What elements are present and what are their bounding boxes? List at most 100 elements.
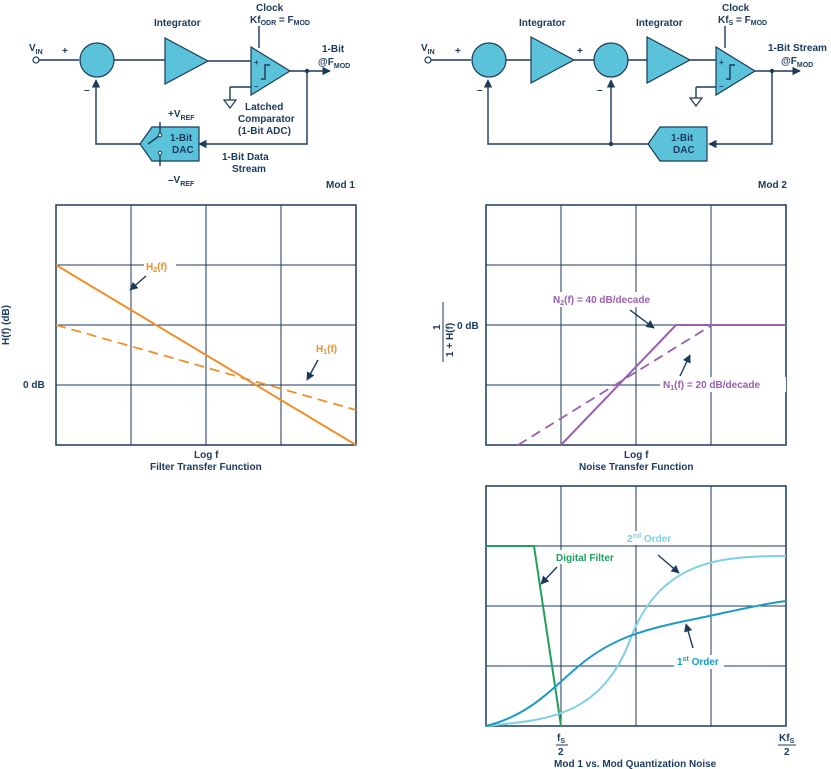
summing-node: [79, 42, 115, 78]
summing-node-1: [471, 42, 507, 78]
vref-pos-label: +VREF: [168, 109, 195, 122]
h2-pointer-arrow: [129, 275, 147, 291]
h2-line: [55, 264, 357, 446]
vref-neg-label: –VREF: [168, 175, 195, 188]
clock-label: Clock: [722, 3, 750, 14]
stream-label-2: Stream: [232, 164, 266, 175]
dac-label-1: 1-Bit: [170, 133, 193, 144]
filter-transfer-chart: H2(f) H1(f) H(f) (dB) 0 dB Log f Filter …: [1, 204, 357, 473]
comparator-text-3: (1-Bit ADC): [238, 126, 291, 137]
first-order-label: 1st Order: [677, 656, 719, 668]
switch-contact-bottom: [157, 150, 163, 156]
chart-caption: Filter Transfer Function: [150, 462, 262, 473]
mod2-diagram: VIN + – Integrator + – Integrator Clock …: [421, 3, 827, 191]
sum2-plus: +: [577, 46, 583, 57]
integrator1-label: Integrator: [519, 18, 566, 29]
feedback-wire: [708, 71, 773, 149]
n1-line: [517, 324, 713, 446]
integrator2-label: Integrator: [636, 18, 683, 29]
dac-label-2: DAC: [172, 145, 194, 156]
h1-label: H1(f): [316, 344, 337, 356]
chart-caption: Mod 1 vs. Mod Quantization Noise: [554, 759, 717, 769]
second-order-label: 2nd Order: [627, 533, 671, 545]
comparator-plus: +: [719, 58, 724, 67]
chart-grid: [56, 205, 356, 445]
n1-pointer-arrow: [679, 354, 691, 377]
vin-terminal: [32, 56, 40, 64]
vin-terminal: [424, 56, 432, 64]
comparator-text-2: Comparator: [238, 114, 295, 125]
comparator-triangle: [715, 45, 757, 97]
n1-label: N1(f) = 20 dB/decade: [663, 380, 760, 392]
zero-db-label: 0 dB: [457, 321, 479, 332]
dac-label-1: 1-Bit: [671, 133, 694, 144]
comparator-step-symbol: [261, 64, 270, 80]
kfs-half-denominator: 2: [784, 747, 790, 758]
switch-arm: [147, 135, 160, 145]
n2-line: [560, 324, 786, 446]
digital-filter-line: [486, 545, 562, 727]
fs-half-denominator: 2: [558, 747, 564, 758]
y-axis-label: H(f) (dB): [1, 305, 12, 345]
feedback-to-sum1-wire: [483, 79, 648, 145]
sum1-minus: –: [477, 85, 483, 96]
first-order-pointer-arrow: [684, 623, 694, 649]
chart-caption: Noise Transfer Function: [579, 462, 693, 473]
output-label-2: @FMOD: [318, 57, 350, 70]
sum2-minus: –: [597, 85, 603, 96]
mod1-caption: Mod 1: [326, 180, 355, 191]
zero-db-label: 0 dB: [23, 380, 45, 391]
digital-filter-label-bg: [553, 550, 617, 564]
integrator-label: Integrator: [154, 18, 201, 29]
feedback-wire: [198, 71, 308, 149]
n1-label-bg: [660, 377, 786, 392]
dac-block: [139, 126, 200, 162]
clock-equation: KfODR = FMOD: [250, 15, 310, 27]
integrator2-triangle: [646, 35, 692, 85]
second-order-pointer-arrow: [657, 554, 680, 574]
x-axis-label: Log f: [194, 450, 219, 461]
sum-minus: –: [84, 85, 90, 96]
comparator-minus: –: [254, 82, 259, 91]
h1-pointer-arrow: [306, 359, 319, 381]
digital-filter-label: Digital Filter: [556, 553, 614, 564]
h1-line: [55, 324, 357, 411]
n2-label-bg: [550, 292, 696, 307]
vin-label: VIN: [29, 43, 43, 56]
switch-contact-top: [157, 132, 163, 138]
comparator-minus: –: [719, 82, 724, 91]
summing-node-2: [593, 42, 629, 78]
stream-label-1: 1-Bit Data: [222, 152, 269, 163]
quantization-noise-chart: Digital Filter 2nd Order 1st Order fS 2 …: [485, 485, 796, 769]
fs-half-numerator: fS: [557, 733, 565, 745]
output-label-1: 1-Bit: [322, 44, 345, 55]
n2-pointer-arrow: [629, 309, 655, 329]
comparator-step-symbol: [726, 64, 735, 80]
dac-block: [647, 126, 708, 162]
mod2-caption: Mod 2: [758, 180, 787, 191]
clock-equation: KfS = FMOD: [718, 15, 767, 27]
integrator1-triangle: [530, 35, 576, 85]
second-order-label-bg: [624, 531, 676, 545]
output-label-2: @FMOD: [781, 56, 813, 69]
y-label-numerator: 1: [432, 324, 443, 330]
output-label-1: 1-Bit Stream: [768, 43, 827, 54]
chart-grid: [486, 486, 786, 726]
comparator-plus: +: [254, 58, 259, 67]
mod1-diagram: VIN + – Integrator Clock KfODR = FMOD + …: [29, 3, 355, 191]
noise-transfer-chart: N2(f) = 40 dB/decade N1(f) = 20 dB/decad…: [432, 204, 787, 473]
x-axis-label: Log f: [624, 450, 649, 461]
clock-label: Clock: [256, 3, 284, 14]
kfs-half-numerator: KfS: [779, 733, 795, 745]
ground-icon: [222, 99, 238, 109]
integrator-triangle: [164, 36, 210, 86]
first-order-label-bg: [674, 655, 724, 669]
sum1-plus: +: [455, 46, 461, 57]
vin-label: VIN: [421, 43, 435, 56]
feedback-junction: [608, 141, 614, 147]
n2-label: N2(f) = 40 dB/decade: [553, 295, 650, 307]
dac-label-2: DAC: [673, 145, 695, 156]
y-label-denominator: 1 + H(f): [445, 323, 456, 357]
ground-icon: [688, 97, 704, 107]
comparator-triangle: [250, 45, 292, 97]
